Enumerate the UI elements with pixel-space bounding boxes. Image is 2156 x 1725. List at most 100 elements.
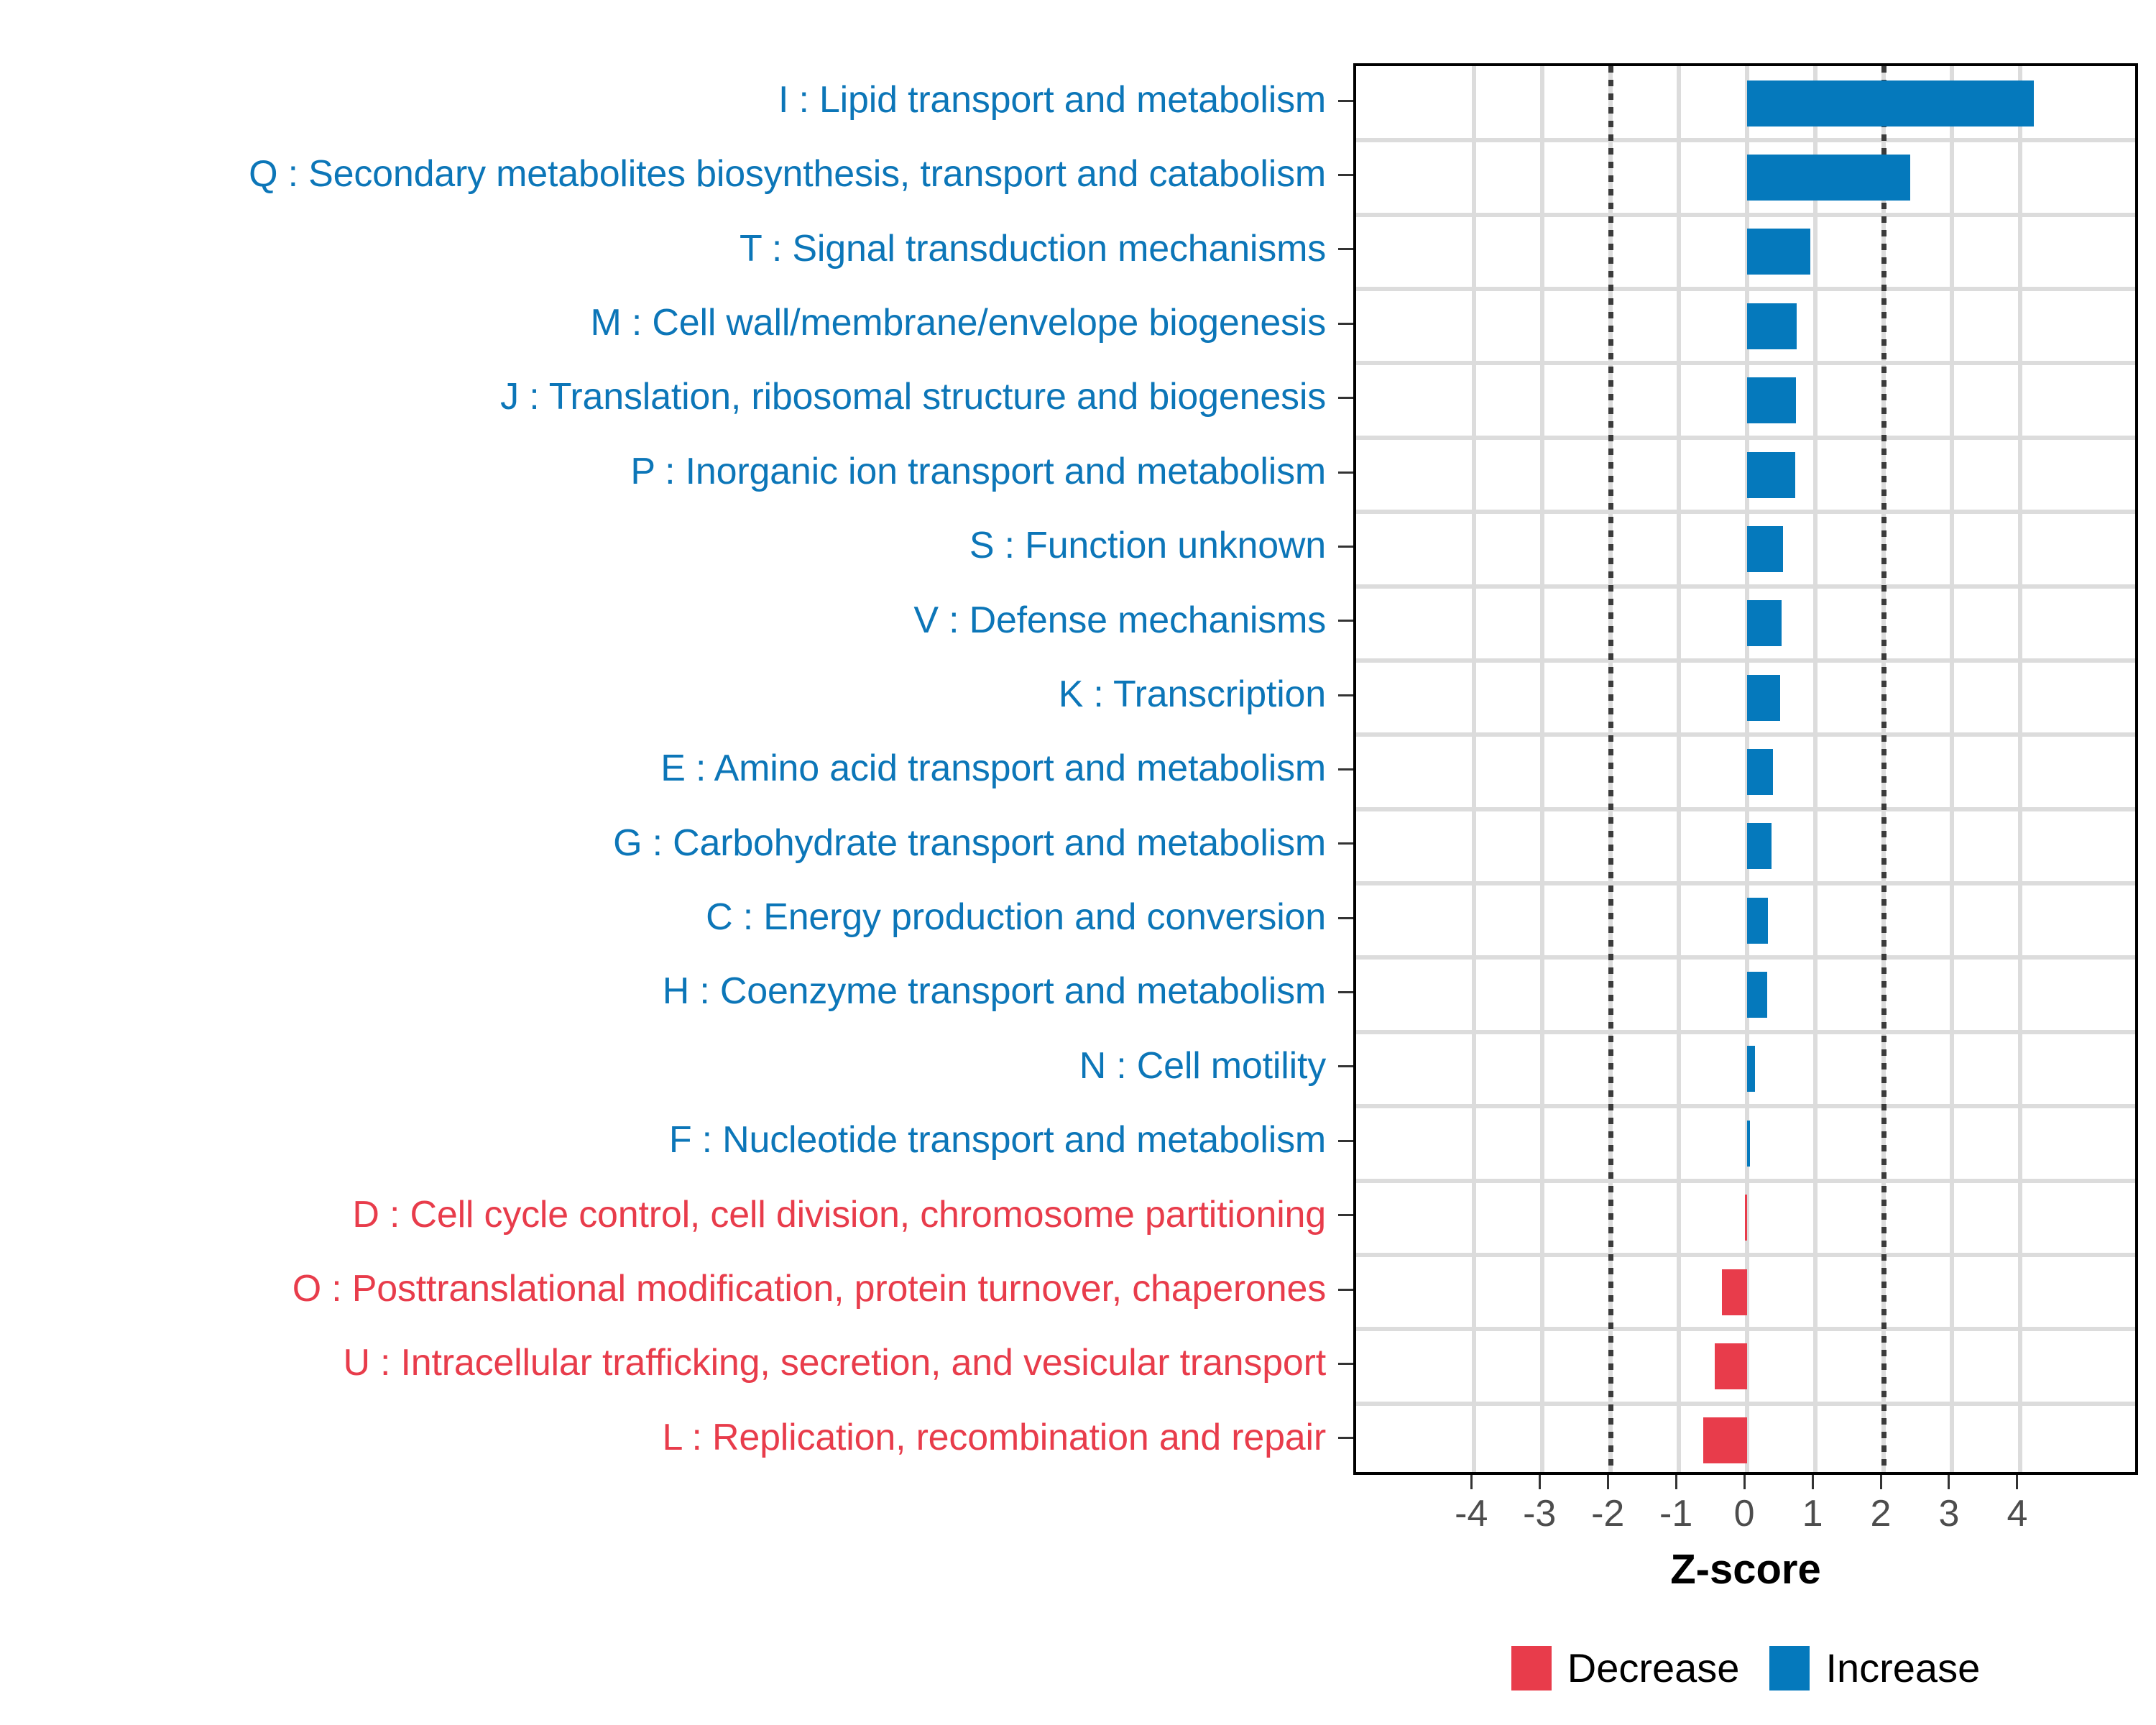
x-axis-tick-label: 3 [1938,1493,1960,1535]
x-axis-tick [1811,1475,1814,1489]
y-axis-label-column: I : Lipid transport and metabolism Q : Se… [0,63,1326,1475]
bar [1747,451,1795,498]
bar [1747,229,1811,275]
x-axis-tick-label: 1 [1802,1493,1823,1535]
x-axis-tick [1538,1475,1541,1489]
reference-line [1608,66,1613,1472]
y-axis-tick [1338,1288,1353,1291]
bar [1747,1046,1756,1092]
vertical-gridline [1472,66,1477,1472]
bar [1747,155,1911,201]
vertical-gridline [1813,66,1818,1472]
reference-line [1881,66,1886,1472]
x-axis-tick [1948,1475,1950,1489]
horizontal-gridline [1356,806,2135,811]
legend-label: Increase [1825,1645,1981,1690]
horizontal-gridline [1356,138,2135,143]
y-axis-category-label: C : Energy production and conversion [706,896,1326,939]
y-axis-category-label: N : Cell motility [1079,1044,1327,1087]
legend-label: Decrease [1567,1645,1740,1690]
bar [1747,897,1768,944]
bar [1721,1269,1748,1315]
horizontal-gridline [1356,955,2135,960]
x-axis-tick-label: -1 [1659,1493,1693,1535]
y-axis-tick [1338,545,1353,548]
y-axis-category-label: F : Nucleotide transport and metabolism [668,1119,1326,1162]
y-axis-category-label: M : Cell wall/membrane/envelope biogenes… [590,302,1327,344]
y-axis-category-label: Q : Secondary metabolites biosynthesis, … [249,153,1326,196]
y-axis-tick [1338,620,1353,622]
y-axis-category-label: T : Signal transduction mechanisms [740,227,1326,270]
y-axis-category-label: S : Function unknown [969,525,1326,567]
bar [1745,1195,1748,1241]
y-axis-tick [1338,248,1353,251]
y-axis-category-label: G : Carbohydrate transport and metabolis… [613,822,1326,864]
bar [1703,1417,1748,1464]
y-axis-tick [1338,99,1353,102]
x-axis-tick-label: 0 [1733,1493,1755,1535]
vertical-gridline [1677,66,1682,1472]
horizontal-gridline [1356,1029,2135,1034]
horizontal-gridline [1356,1104,2135,1109]
x-axis-tick-label: 4 [2007,1493,2028,1535]
horizontal-gridline [1356,1401,2135,1406]
x-axis-tick [1606,1475,1609,1489]
horizontal-gridline [1356,435,2135,440]
horizontal-gridline [1356,1252,2135,1257]
bar [1715,1343,1748,1389]
plot-area [1356,66,2135,1472]
x-axis-title: Z-score [1670,1546,1821,1593]
x-axis-tick [1743,1475,1746,1489]
legend: Decrease Increase [1353,1644,2138,1691]
x-axis-tick [1470,1475,1473,1489]
bar [1747,1120,1750,1167]
legend-swatch-icon [1769,1645,1810,1690]
x-axis-tick-label: -4 [1455,1493,1488,1535]
vertical-gridline [1949,66,1954,1472]
legend-item[interactable]: Increase [1769,1644,1980,1691]
y-axis-tick [1338,991,1353,994]
x-axis-tick-label: 2 [1870,1493,1892,1535]
x-axis-tick [1674,1475,1677,1489]
bar [1747,303,1797,349]
vertical-gridline [1540,66,1545,1472]
y-axis-tick [1338,1065,1353,1068]
x-axis-tick-label: -3 [1523,1493,1557,1535]
y-axis-tick [1338,1214,1353,1217]
horizontal-gridline [1356,212,2135,217]
horizontal-gridline [1356,510,2135,515]
y-axis-tick [1338,842,1353,845]
y-axis-tick [1338,174,1353,177]
horizontal-gridline [1356,1178,2135,1183]
horizontal-gridline [1356,584,2135,589]
y-axis-category-label: L : Replication, recombination and repai… [662,1416,1326,1458]
horizontal-gridline [1356,1327,2135,1332]
x-axis-tick-label: -2 [1591,1493,1625,1535]
y-axis-category-label: E : Amino acid transport and metabolism [660,748,1326,790]
y-axis-category-label: K : Transcription [1058,673,1327,715]
legend-item[interactable]: Decrease [1511,1644,1740,1691]
y-axis-category-label: J : Translation, ribosomal structure and… [500,376,1326,418]
bar [1747,823,1772,870]
x-axis-tick [2016,1475,2019,1489]
horizontal-gridline [1356,287,2135,292]
y-axis-tick [1338,768,1353,770]
bar [1747,600,1782,647]
y-axis-category-label: V : Defense mechanisms [913,599,1326,641]
bar [1747,749,1774,795]
y-axis-category-label: U : Intracellular trafficking, secretion… [343,1342,1326,1384]
bar [1747,972,1767,1018]
y-axis-category-label: P : Inorganic ion transport and metaboli… [630,450,1326,492]
bar [1747,377,1797,424]
x-axis-tick [1879,1475,1882,1489]
horizontal-gridline [1356,361,2135,366]
y-axis-tick [1338,1139,1353,1142]
y-axis-category-label: D : Cell cycle control, cell division, c… [352,1193,1326,1236]
y-axis-category-label: I : Lipid transport and metabolism [778,79,1326,121]
horizontal-gridline [1356,732,2135,737]
y-axis-tick [1338,322,1353,325]
plot-panel [1353,63,2138,1475]
legend-swatch-icon [1511,1645,1552,1690]
y-axis-tick [1338,1362,1353,1365]
